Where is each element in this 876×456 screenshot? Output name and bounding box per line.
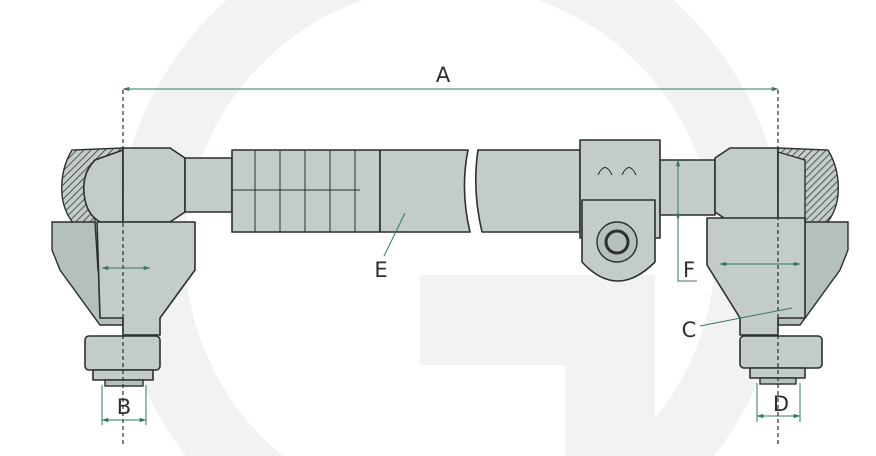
left-rod-neck (184, 157, 233, 213)
label-a: A (436, 63, 451, 87)
label-c: C (682, 318, 697, 342)
dimension-d: D (756, 383, 801, 422)
dimension-a: A (122, 63, 779, 92)
left-housing (122, 147, 186, 223)
label-f: F (683, 258, 695, 282)
right-nut (739, 335, 823, 369)
rod-tube-right (474, 149, 581, 233)
right-ball-joint (706, 147, 849, 385)
label-b: B (117, 395, 131, 419)
left-pin-body (96, 221, 196, 336)
clamp-nut (596, 221, 638, 263)
callout-c: C (682, 307, 793, 342)
right-housing (714, 147, 779, 223)
dimension-f: F (675, 159, 697, 282)
label-e: E (374, 258, 387, 282)
callout-e: E (374, 212, 406, 282)
right-rod-neck (659, 159, 716, 216)
watermark-logo (115, 0, 785, 456)
rod (184, 139, 716, 282)
rod-tube-left (379, 149, 471, 233)
label-d: D (773, 392, 789, 416)
clamp (579, 139, 661, 282)
dimension-b: B (101, 385, 147, 425)
protective-boot (231, 149, 381, 233)
left-pin-end (104, 379, 144, 387)
